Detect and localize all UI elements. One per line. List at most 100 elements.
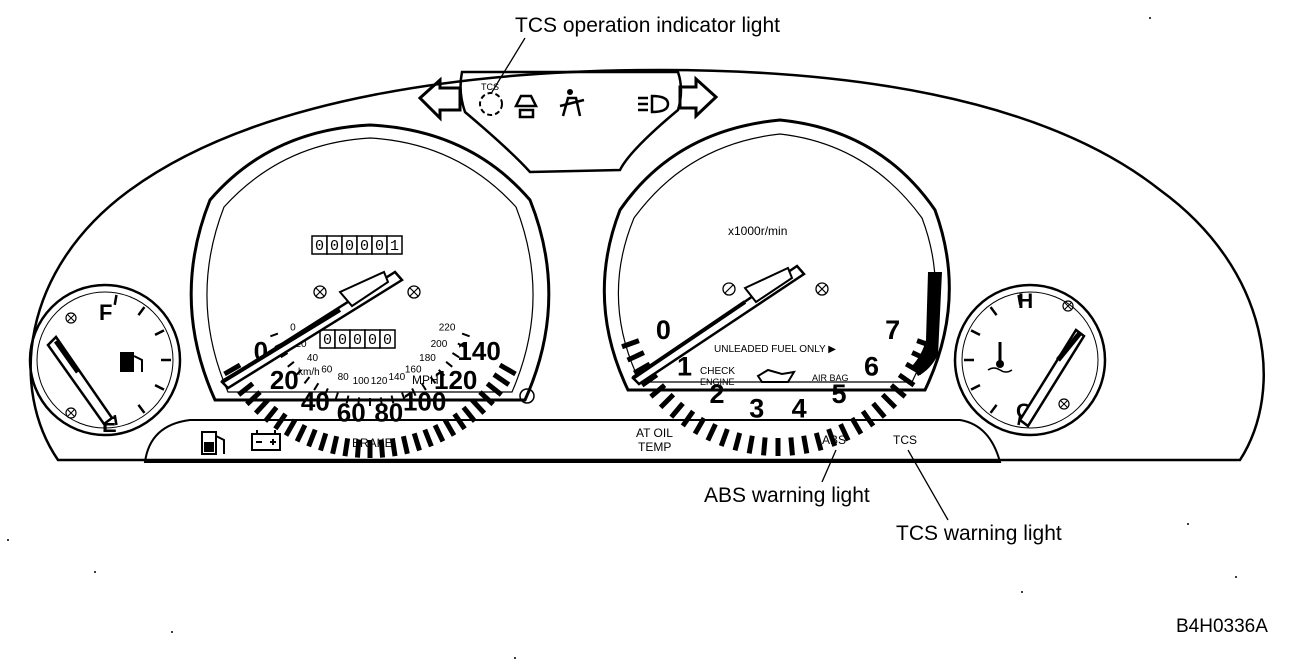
mph-label: 20 <box>270 365 299 395</box>
kmh-label: 220 <box>439 323 456 334</box>
tachometer-tick <box>680 409 696 428</box>
tcs-indicator-icon <box>479 92 503 116</box>
kmh-tick <box>280 352 289 359</box>
kmh-tick <box>420 382 427 391</box>
kmh-tick <box>401 392 406 401</box>
temp-screw-top <box>1062 300 1074 312</box>
speedometer-tick <box>318 432 329 452</box>
speedometer-tick <box>478 390 495 407</box>
odometer-digit: 0 <box>345 238 354 255</box>
tachometer-tick <box>761 437 768 456</box>
temp-tick <box>989 404 998 414</box>
tach-label: 4 <box>792 393 807 423</box>
speedometer-tick <box>461 405 477 423</box>
tachometer-tick <box>626 350 645 363</box>
tachometer-tick <box>692 416 707 436</box>
tach-label: 6 <box>864 352 879 382</box>
fuel-tick <box>137 404 146 414</box>
kmh-tick <box>287 361 295 368</box>
temp-tick <box>970 329 981 336</box>
left-turn-arrow-icon <box>417 76 462 122</box>
high-beam-icon <box>638 94 670 114</box>
fuel-pump-icon <box>120 352 143 372</box>
speedometer-tick <box>273 412 288 431</box>
fuel-tick <box>113 414 118 426</box>
speedometer-needle <box>220 270 404 390</box>
odometer-digit: 0 <box>375 238 384 255</box>
speedometer-tick <box>330 435 340 455</box>
speedometer-tick <box>354 439 362 458</box>
speedometer-tick <box>442 418 457 437</box>
tachometer-tick <box>838 423 851 442</box>
speedometer-tick <box>498 362 517 377</box>
speedometer-tick <box>378 439 386 458</box>
tachometer-tick <box>801 435 810 454</box>
kmh-label: 180 <box>419 353 436 364</box>
kmh-tick <box>345 395 350 404</box>
tripmeter-digit: 0 <box>338 332 347 349</box>
redline-zone <box>912 272 942 376</box>
speedometer-tick-marks <box>223 362 517 458</box>
speedometer-tick <box>389 437 398 457</box>
kmh-tick <box>390 395 395 404</box>
tachometer-tick <box>826 428 838 447</box>
tripmeter-digit: 0 <box>383 332 392 349</box>
tachometer-bezel <box>602 118 951 392</box>
kmh-label: 200 <box>431 339 448 350</box>
tach-label: 3 <box>749 393 764 423</box>
figure-id: B4H0336A <box>1176 616 1268 637</box>
fuel-screw-top <box>65 312 77 324</box>
kmh-unit: km/h <box>298 367 320 378</box>
tachometer-tick <box>788 437 795 456</box>
tripmeter-digit: 0 <box>353 332 362 349</box>
odometer-digit: 1 <box>390 238 399 255</box>
brake-warning-label: BRAKE <box>352 436 393 450</box>
speedometer-tick <box>342 437 351 457</box>
tripmeter-digit: 0 <box>323 332 332 349</box>
at-oil-temp-line2: TEMP <box>638 440 671 454</box>
abs-warning-callout: ABS warning light <box>704 484 870 507</box>
speedometer-tick <box>306 428 318 448</box>
speedometer-tick <box>223 362 242 377</box>
tachometer-tick <box>718 428 730 447</box>
tach-label: 2 <box>709 379 724 409</box>
odometer-digit: 0 <box>360 238 369 255</box>
tachometer-tick <box>860 409 876 428</box>
fuel-tick <box>154 329 165 336</box>
speedometer-tick <box>432 424 446 443</box>
kmh-tick <box>461 332 470 338</box>
kmh-tick <box>313 382 320 391</box>
kmh-label: 80 <box>338 372 350 383</box>
tachometer-tick <box>705 423 718 442</box>
tachometer-tick-marks <box>621 338 935 456</box>
fuel-gauge-bezel <box>28 283 182 437</box>
oil-can-icon <box>756 368 796 383</box>
speedometer-tick <box>400 435 410 455</box>
fuel-full-label: F <box>99 300 112 325</box>
fuel-screw-bottom <box>65 407 77 419</box>
airbag-person-icon <box>559 89 585 117</box>
coolant-temp-icon <box>987 342 1013 373</box>
mph-unit: MPH <box>412 373 439 387</box>
speedometer-tick <box>492 372 511 387</box>
fuel-tick <box>137 306 146 316</box>
kmh-tick <box>303 376 311 384</box>
tcs-warning-leader <box>907 449 949 521</box>
speedometer-screw-left <box>313 285 327 299</box>
tripmeter-cell <box>379 329 396 349</box>
kmh-label: 40 <box>307 353 319 364</box>
speedometer-tick <box>452 412 467 431</box>
kmh-tick <box>323 388 329 397</box>
kmh-tick <box>451 352 460 359</box>
at-oil-temp-line1: AT OIL <box>636 426 673 440</box>
abs-warning-leader <box>821 449 837 483</box>
odometer-cell <box>386 235 403 255</box>
tachometer-tick <box>871 401 887 419</box>
trip-reset-knob <box>519 388 535 404</box>
tcs-operation-callout: TCS operation indicator light <box>515 14 780 37</box>
speedometer-tick <box>237 381 255 397</box>
